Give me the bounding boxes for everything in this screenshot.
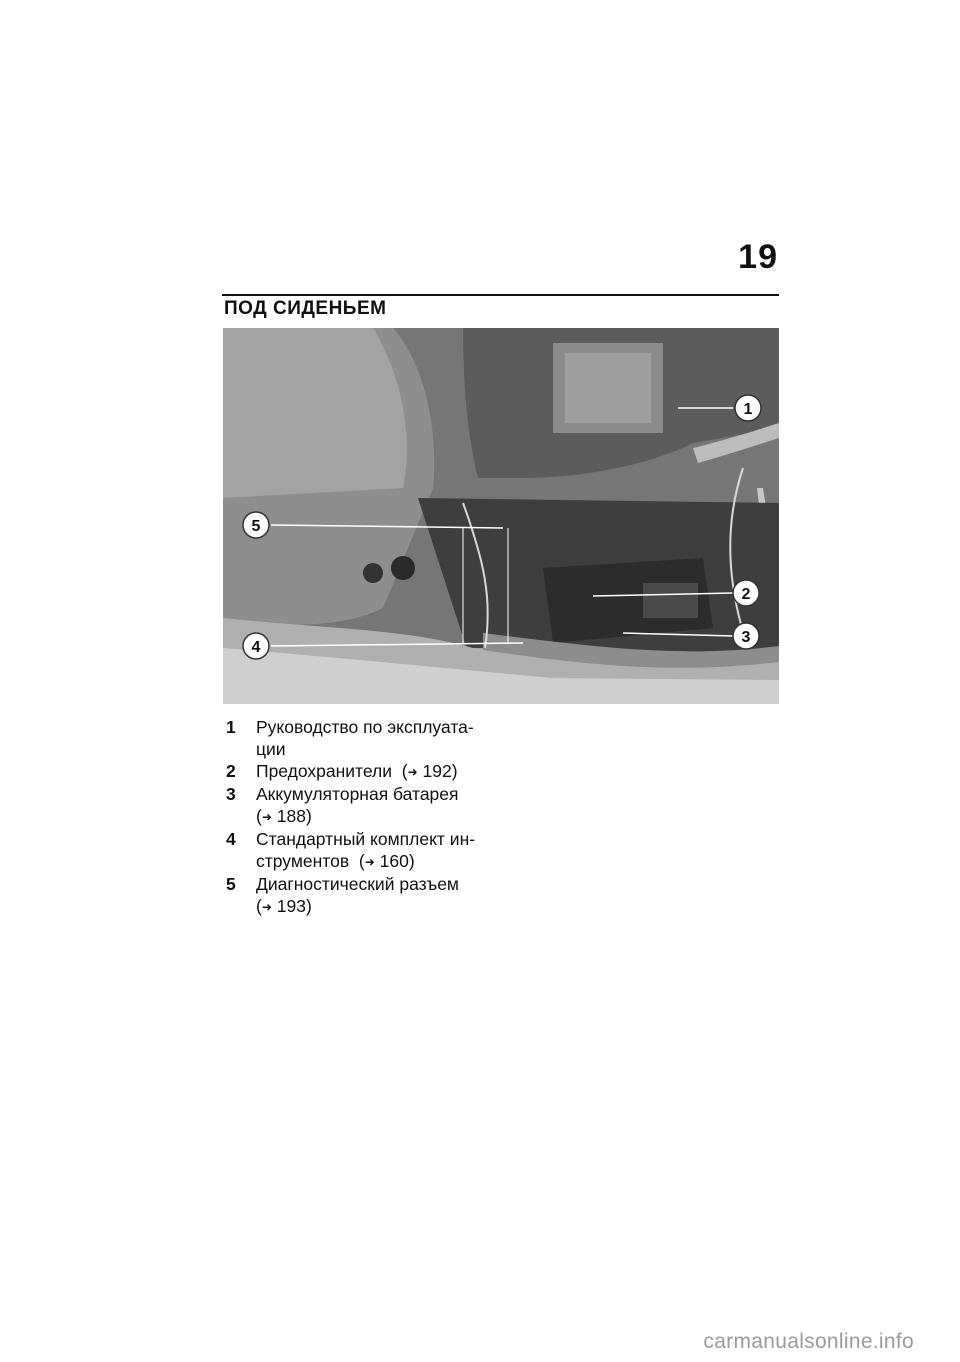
callout-5: 5	[242, 511, 270, 539]
svg-text:3: 3	[742, 629, 751, 646]
legend-text: Диагностический разъем	[256, 874, 459, 894]
under-seat-photo: 1 2 3 4 5	[223, 328, 779, 704]
svg-text:5: 5	[252, 518, 261, 535]
callout-2: 2	[732, 579, 760, 607]
arrow-right-icon: ➜	[261, 810, 272, 824]
legend-text-wrap: Предохранители (➜ 192)	[256, 760, 496, 783]
legend-item-5: 5 Диагностический разъем (➜ 193)	[226, 873, 496, 918]
legend-text-wrap: Аккумуляторная батарея (➜ 188)	[256, 783, 496, 828]
svg-text:2: 2	[742, 586, 751, 603]
legend-text: Предохранители	[256, 761, 393, 781]
legend-item-3: 3 Аккумуляторная батарея (➜ 188)	[226, 783, 496, 828]
legend-item-2: 2 Предохранители (➜ 192)	[226, 760, 496, 783]
svg-text:1: 1	[744, 401, 753, 418]
legend-item-4: 4 Стандартный комплект ин-струментов (➜ …	[226, 828, 496, 873]
reference-page: 192	[422, 761, 452, 781]
reference-page: 160	[379, 851, 409, 871]
legend-text: Аккумуляторная батарея	[256, 784, 459, 804]
arrow-right-icon: ➜	[261, 900, 272, 914]
figure-legend: 1 Руководство по эксплуата-ции 2 Предохр…	[226, 716, 496, 918]
legend-text: Стандартный комплект ин-струментов	[256, 829, 476, 871]
page-reference[interactable]: (➜ 160)	[354, 851, 415, 871]
photo-illustration: 1 2 3 4 5	[223, 328, 779, 704]
callout-3: 3	[732, 622, 760, 650]
legend-item-1: 1 Руководство по эксплуата-ции	[226, 716, 496, 760]
legend-number: 3	[226, 784, 236, 804]
section-title: ПОД СИДЕНЬЕМ	[224, 298, 387, 319]
page-reference[interactable]: (➜ 193)	[256, 896, 312, 916]
legend-text: Руководство по эксплуата-ции	[256, 717, 474, 759]
legend-text-wrap: Стандартный комплект ин-струментов (➜ 16…	[256, 828, 496, 873]
title-rule	[222, 294, 779, 296]
legend-text-wrap: Диагностический разъем (➜ 193)	[256, 873, 496, 918]
legend-number: 1	[226, 717, 236, 737]
legend-number: 2	[226, 761, 236, 781]
callout-1: 1	[734, 394, 762, 422]
arrow-right-icon: ➜	[364, 855, 375, 869]
reference-page: 193	[276, 896, 306, 916]
legend-number: 4	[226, 829, 236, 849]
page-number: 19	[738, 238, 778, 276]
reference-page: 188	[276, 806, 306, 826]
page-reference[interactable]: (➜ 188)	[256, 806, 312, 826]
arrow-right-icon: ➜	[407, 765, 418, 779]
legend-number: 5	[226, 874, 236, 894]
page-reference[interactable]: (➜ 192)	[396, 761, 458, 781]
callout-4: 4	[242, 632, 270, 660]
svg-text:4: 4	[252, 639, 261, 656]
watermark[interactable]: carmanualsonline.info	[703, 1330, 914, 1353]
